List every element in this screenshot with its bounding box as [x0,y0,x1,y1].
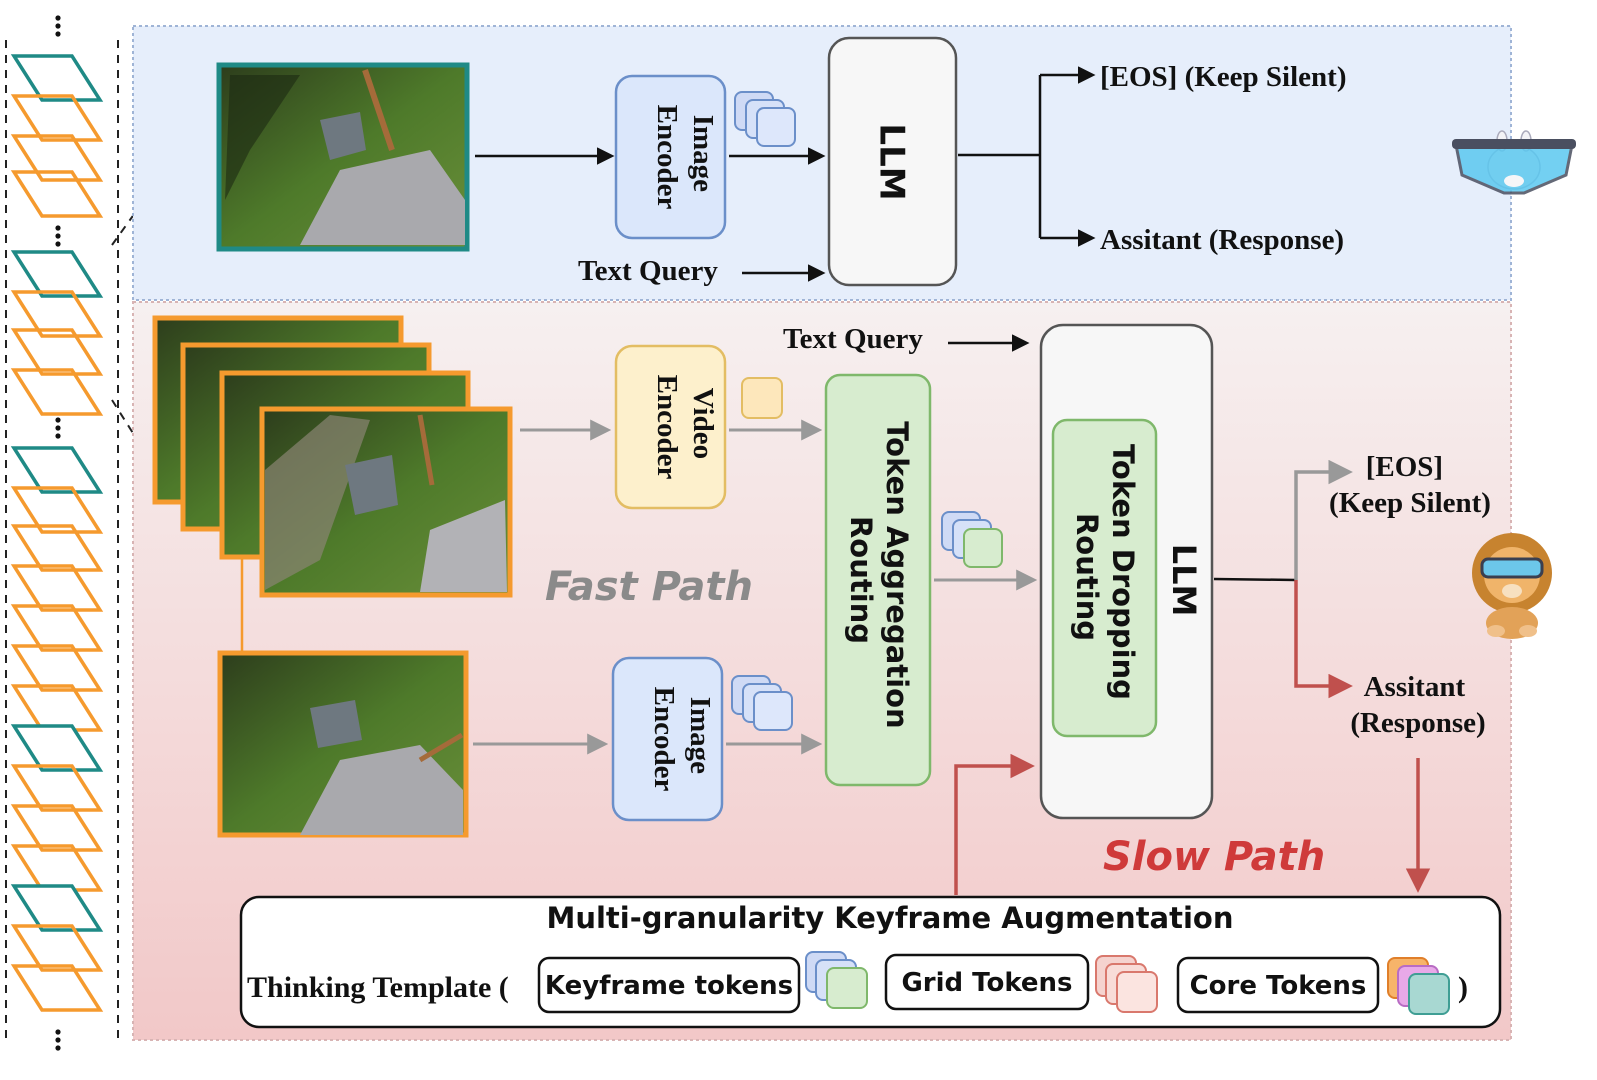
frame-marker [10,170,104,218]
llama-vr-icon [1452,130,1576,195]
token-aggregation-line2: Routing [844,516,878,644]
keyframe-marker [10,54,104,102]
ellipsis-dot [55,31,61,37]
core-token-stack [1387,957,1450,1015]
ellipsis-dot [55,425,61,431]
frame-marker [10,94,104,142]
frame-marker [10,604,104,652]
top-image-encoder [614,74,727,240]
frame-marker [10,368,104,416]
keyframe-tokens-label: Keyframe tokens [545,971,793,1001]
frame-marker [10,924,104,972]
ellipsis-dot [55,433,61,439]
frame-marker [10,134,104,182]
bottom-output-silent-line2: (Keep Silent) [1329,487,1491,519]
ellipsis-dot [55,1029,61,1035]
video-token [741,377,783,419]
frame-marker [10,764,104,812]
top-llm-box [827,36,958,287]
frame-marker [10,564,104,612]
bottom-image-encoder [611,656,724,822]
ellipsis-dot [55,241,61,247]
bottom-output-silent: [EOS] (Keep Silent) [1329,451,1491,519]
bottom-output-response: Assitant (Response) [1350,671,1485,739]
core-tokens-pill [1176,956,1380,1014]
bottom-image-encoder-line1: Image [684,697,716,774]
frame-marker [10,328,104,376]
svg-text:Video Encoder: Video Encoder [651,375,719,480]
bottom-output-response-line1: Assitant [1364,671,1466,703]
grid-token-stack [1095,955,1158,1013]
top-image-encoder-line2: Encoder [651,105,683,210]
keyframe-marker [10,884,104,932]
frame-marker [10,684,104,732]
video-encoder [614,344,727,510]
ellipsis-dot [55,1037,61,1043]
video-encoder-line2: Encoder [651,375,683,480]
ellipsis-dot [55,23,61,29]
keyframe-marker [10,446,104,494]
bottom-output-silent-line1: [EOS] [1366,451,1443,483]
top-output-silent: [EOS] (Keep Silent) [1100,61,1347,93]
token-aggregation-line1: Token Aggregation [880,421,914,728]
slow-path-label: Slow Path [1103,834,1325,880]
keyframe-marker [10,250,104,298]
frame-stream [5,15,151,1051]
core-tokens-label: Core Tokens [1190,971,1367,1001]
frame-marker [10,964,104,1012]
svg-text:Image Encoder: Image Encoder [648,687,716,792]
frame-marker [10,290,104,338]
frame-marker [10,486,104,534]
video-frames-stack [152,315,513,598]
keyframe-image [217,650,469,838]
lion-vr-icon [1472,533,1552,639]
ellipsis-dot [55,15,61,21]
top-llm-label: LLM [872,123,912,200]
ellipsis-dot [55,233,61,239]
fast-path-label: Fast Path [545,564,753,610]
ellipsis-dot [55,1045,61,1051]
ellipsis-dot [55,225,61,231]
frame-marker [10,644,104,692]
frame-marker [10,524,104,572]
svg-text:Image Encoder: Image Encoder [651,105,719,210]
grid-tokens-pill [884,953,1090,1011]
bottom-llm-label: LLM [1165,544,1203,617]
keyframe-tokens-pill [537,956,801,1014]
thinking-template-suffix: ) [1458,971,1468,1004]
top-frame-image [216,62,470,252]
keyframe-marker [10,724,104,772]
ellipsis-dot [55,417,61,423]
top-token-stack [734,91,796,147]
video-encoder-line1: Video [687,388,719,459]
svg-text:Token Aggregation Routing: Token Aggregation Routing [844,421,914,739]
bottom-image-encoder-line2: Encoder [648,687,680,792]
svg-text:Token Dropping Routing: Token Dropping Routing [1070,444,1140,710]
routed-token-stack [941,511,1003,568]
grid-tokens-label: Grid Tokens [901,968,1072,998]
bottom-output-response-line2: (Response) [1350,707,1485,739]
token-dropping-line2: Routing [1070,513,1104,641]
token-dropping-line1: Token Dropping [1106,444,1140,700]
top-image-encoder-line1: Image [687,115,719,192]
keyframe-box-title: Multi-granularity Keyframe Augmentation [546,901,1233,935]
thinking-template-prefix: Thinking Template ( [247,971,509,1004]
top-output-response: Assitant (Response) [1100,224,1344,256]
token-aggregation-routing [824,373,932,787]
top-text-query: Text Query [578,255,718,287]
keyframe-token-stack [805,951,868,1009]
bottom-text-query: Text Query [783,323,923,355]
token-dropping-routing [1051,418,1158,738]
bottom-image-token-stack [731,675,793,731]
frame-marker [10,804,104,852]
frame-marker [10,844,104,892]
